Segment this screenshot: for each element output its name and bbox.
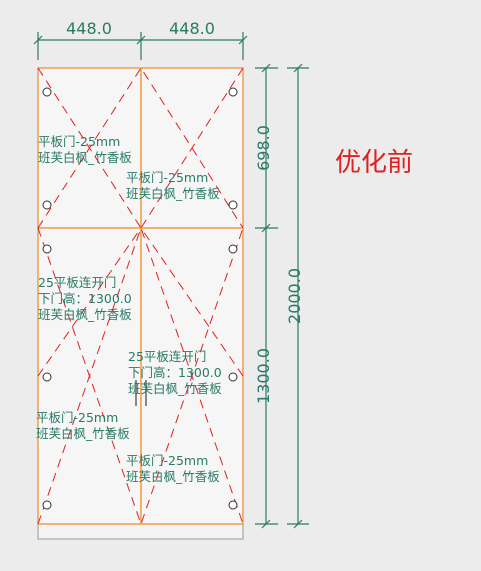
- dim-lower-height: 1300.0: [254, 348, 273, 404]
- label-lower-left-bottom: 平板门-25mm 班芙白枫_竹香板: [36, 410, 130, 441]
- label-upper-right: 平板门-25mm 班芙白枫_竹香板: [126, 170, 220, 201]
- door-swing-lines: [37, 67, 244, 526]
- dim-upper-height: 698.0: [254, 125, 273, 171]
- hinge-holes: [42, 87, 238, 510]
- dim-total-height: 2000.0: [285, 268, 304, 324]
- top-dimension: [33, 32, 248, 60]
- door-handles: [135, 380, 147, 406]
- label-lower-right-mid: 25平板连开门 下门高：1300.0 班芙白枫_竹香板: [128, 349, 226, 396]
- cabinet-base: [37, 523, 244, 540]
- right-dimensions: [255, 63, 309, 529]
- label-upper-left: 平板门-25mm 班芙白枫_竹香板: [38, 134, 132, 165]
- label-lower-right-bottom: 平板门-25mm 班芙白枫_竹香板: [126, 453, 220, 484]
- dim-top-left: 448.0: [66, 19, 112, 38]
- label-lower-left-top: 25平板连开门 下门高：1300.0 班芙白枫_竹香板: [38, 275, 136, 322]
- dim-top-right: 448.0: [169, 19, 215, 38]
- note-before-optimization: 优化前: [335, 148, 413, 178]
